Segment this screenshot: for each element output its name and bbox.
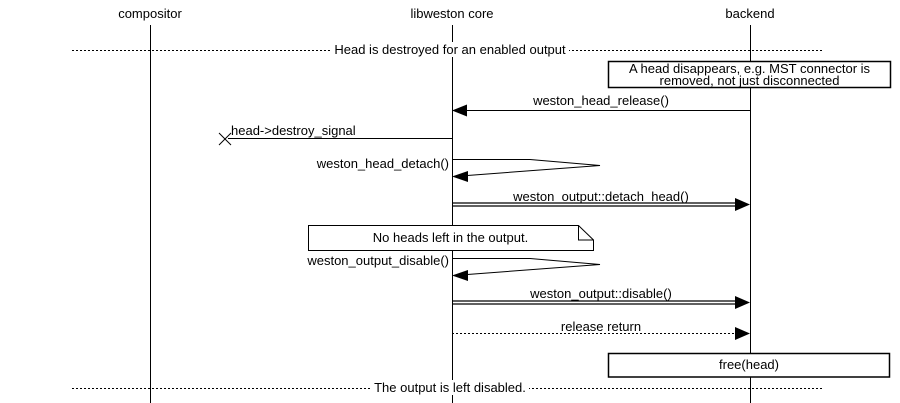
action-free-head-label: free(head): [719, 357, 779, 372]
note-no-heads-box: [308, 225, 594, 251]
arrowhead-left-output-disable: [452, 270, 468, 281]
note-head-disappears-line2: removed, not just disconnected: [659, 73, 840, 88]
lost-message-cross-icon: [218, 132, 232, 146]
divider-bottom: The output is left disabled.: [350, 380, 550, 395]
arrowhead-right-release-return: [735, 327, 750, 340]
message-head-release-label: weston_head_release(): [533, 93, 669, 108]
message-disable-call-label: weston_output::disable(): [530, 286, 672, 301]
entity-label-compositor: compositor: [118, 6, 182, 21]
arrowhead-right-disable: [735, 296, 750, 309]
note-head-disappears-box: [607, 60, 892, 89]
note-no-heads-fold-icon: [578, 225, 594, 241]
entity-label-libweston-core: libweston core: [410, 6, 494, 21]
divider-top-label: Head is destroyed for an enabled output: [331, 42, 569, 57]
arrowhead-right-detach-head: [735, 198, 750, 211]
action-free-head-box: [607, 352, 891, 378]
self-message-head-detach-loop: [452, 159, 601, 177]
message-detach-head-label: weston_output::detach_head(): [513, 189, 689, 204]
message-output-disable-label: weston_output_disable(): [307, 253, 449, 268]
divider-bottom-label: The output is left disabled.: [371, 380, 529, 395]
self-message-output-disable-loop: [452, 258, 601, 276]
message-destroy-signal-label: head->destroy_signal: [231, 123, 356, 138]
arrowhead-left-head-detach: [452, 171, 468, 182]
message-release-return-label: release return: [560, 319, 642, 334]
entity-label-backend: backend: [725, 6, 775, 21]
note-no-heads-label: No heads left in the output.: [372, 230, 529, 245]
note-head-disappears-line1: A head disappears, e.g. MST connector is: [628, 61, 871, 76]
divider-top: Head is destroyed for an enabled output: [310, 42, 590, 57]
message-head-detach-label: weston_head_detach(): [316, 156, 449, 171]
arrowhead-left-head-release: [452, 104, 467, 117]
